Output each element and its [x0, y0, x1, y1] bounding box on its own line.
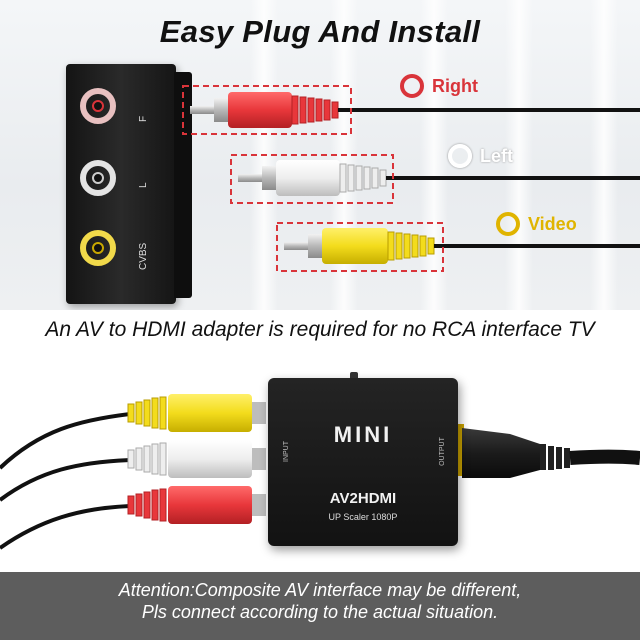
red-plug-bottom	[127, 486, 266, 524]
product-scene-top: Easy Plug And Install F L CVBS	[0, 0, 640, 310]
legend-video: Video	[496, 212, 577, 236]
yellow-jack	[80, 230, 116, 266]
curtain-highlight	[505, 0, 533, 310]
legend-left: Left	[448, 144, 513, 168]
white-ring-icon	[448, 144, 472, 168]
legend-right: Right	[400, 74, 478, 98]
input-label: INPUT	[283, 441, 290, 462]
top-rca-plugs	[182, 85, 640, 272]
red-highlight-box	[182, 85, 352, 135]
footer-line-2: Pls connect according to the actual situ…	[141, 602, 499, 622]
rca-jack-panel: F L CVBS	[66, 64, 192, 304]
curtain-highlight	[590, 0, 618, 310]
red-jack	[80, 88, 116, 124]
red-ring-icon	[400, 74, 424, 98]
footer-line-1: Attention:Composite AV interface may be …	[118, 580, 522, 600]
white-plug	[238, 160, 640, 196]
device-subtitle: UP Scaler 1080P	[328, 512, 398, 522]
output-label: OUTPUT	[438, 437, 446, 466]
adapter-caption: An AV to HDMI adapter is required for no…	[45, 318, 595, 341]
av2hdmi-adapter: MINI AV2HDMI UP Scaler 1080P INPUT OUTPU…	[268, 372, 458, 546]
device-model: AV2HDMI	[329, 490, 397, 507]
headline: Easy Plug And Install	[159, 14, 481, 49]
mini-badge: MINI	[333, 422, 393, 447]
attention-footer: Attention:Composite AV interface may be …	[0, 572, 640, 640]
yellow-plug	[284, 228, 640, 264]
white-jack	[80, 160, 116, 196]
white-plug-bottom	[127, 440, 266, 478]
red-plug	[190, 92, 640, 128]
yellow-ring-icon	[496, 212, 520, 236]
hdmi-cable	[456, 424, 640, 478]
yellow-highlight-box	[276, 222, 444, 272]
bottom-cables	[0, 394, 640, 550]
yellow-plug-bottom	[127, 394, 266, 432]
white-highlight-box	[230, 154, 394, 204]
